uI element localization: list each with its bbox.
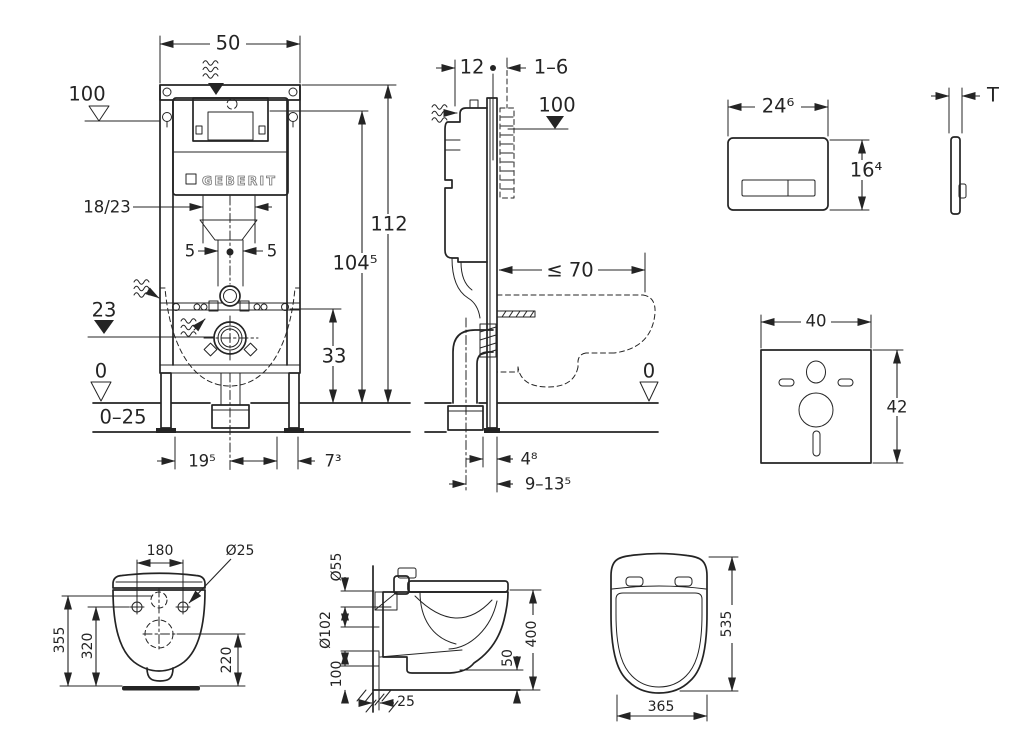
svg-text:Ø55: Ø55 bbox=[329, 553, 345, 582]
dim-wc-width: 365 bbox=[648, 699, 675, 715]
frame-side-view: 12 1–6 100 ≤ 70 0 4⁸ 9–13⁵ bbox=[424, 56, 659, 494]
dim-foot-left: 19⁵ bbox=[188, 452, 216, 471]
flush-buttons bbox=[741, 179, 816, 197]
dim-hole-diameter: Ø25 bbox=[226, 543, 255, 559]
svg-text:100: 100 bbox=[329, 661, 345, 688]
dim-drain-diameter: Ø102 bbox=[318, 611, 334, 649]
dim-drain-height: 23 bbox=[92, 299, 117, 322]
wc-front-dimensions: 180 Ø25 355 320 220 bbox=[52, 543, 255, 687]
dim-total-height: 112 bbox=[368, 213, 410, 236]
flush-plate-front-view: 24⁶ 16⁴ bbox=[727, 95, 889, 211]
dim-mat-width: 40 bbox=[801, 312, 831, 331]
brand-logo: GEBERIT bbox=[202, 173, 277, 188]
svg-text:40: 40 bbox=[806, 312, 827, 331]
dim-wc-hole-height: 320 bbox=[80, 633, 96, 660]
dim-offset-right: 5 bbox=[267, 242, 278, 261]
dim-offset-left: 5 bbox=[185, 242, 196, 261]
dim-frame-depth: 12 bbox=[460, 56, 485, 79]
dim-wall-gap: 25 bbox=[397, 694, 415, 710]
wc-top-view: 535 365 bbox=[610, 552, 739, 722]
dim-floor-range: 0–25 bbox=[100, 406, 147, 429]
dim-supply-height: 100 bbox=[68, 83, 105, 106]
dim-bowl-length: ≤ 70 bbox=[542, 259, 598, 282]
dim-hole-spacing: 180 bbox=[147, 543, 174, 559]
dim-wc-length: 535 bbox=[719, 605, 735, 643]
svg-text:220: 220 bbox=[219, 647, 235, 674]
frame-front-view: GEBERIT bbox=[68, 32, 411, 471]
dim-mat-height: 42 bbox=[882, 398, 912, 417]
frame-side-dimensions: 12 1–6 100 ≤ 70 0 4⁸ 9–13⁵ bbox=[436, 56, 659, 494]
svg-text:24⁶: 24⁶ bbox=[762, 95, 795, 118]
dim-plate-width: 24⁶ bbox=[755, 95, 801, 118]
frame-front-dimensions: 50 100 112 104⁵ 18/23 5 5 23 bbox=[68, 32, 410, 471]
svg-text:≤ 70: ≤ 70 bbox=[546, 259, 593, 282]
dim-drain-edge: 4⁸ bbox=[520, 450, 537, 469]
dim-floor-level-side: 0 bbox=[643, 360, 655, 383]
svg-text:42: 42 bbox=[887, 398, 908, 417]
wc-front-view: 180 Ø25 355 320 220 bbox=[52, 543, 254, 691]
hatching bbox=[356, 689, 399, 713]
dim-wc-supply-height: 355 bbox=[52, 627, 68, 654]
svg-text:400: 400 bbox=[524, 621, 540, 648]
dim-wall-thickness: 1–6 bbox=[534, 56, 569, 79]
dim-fixing-height: 33 bbox=[318, 345, 350, 368]
svg-text:104⁵: 104⁵ bbox=[332, 252, 377, 275]
dim-wc-drain-height-side: 100 bbox=[329, 661, 345, 688]
fixing-row-and-drain bbox=[159, 285, 301, 471]
dim-bottom-offset: 50 bbox=[500, 649, 516, 667]
svg-text:112: 112 bbox=[370, 213, 407, 236]
dim-flush-pipe: 18/23 bbox=[83, 198, 131, 217]
dim-frame-width: 50 bbox=[210, 32, 246, 55]
dim-seat-height: 400 bbox=[524, 615, 540, 653]
svg-text:535: 535 bbox=[719, 611, 735, 638]
dim-foot-right: 7³ bbox=[324, 452, 341, 471]
svg-text:50: 50 bbox=[216, 32, 241, 55]
dim-floor-level: 0 bbox=[95, 360, 107, 383]
dim-supply-diameter: Ø55 bbox=[329, 553, 345, 582]
water-flow-symbols bbox=[133, 60, 224, 337]
dim-plate-height: 16⁴ bbox=[843, 159, 889, 182]
wc-outline-dashed bbox=[496, 294, 656, 388]
dim-wc-drain-height: 220 bbox=[219, 647, 235, 674]
svg-text:355: 355 bbox=[52, 627, 68, 654]
svg-text:Ø102: Ø102 bbox=[318, 611, 334, 649]
frame-side-structure bbox=[424, 61, 659, 493]
cistern: GEBERIT bbox=[172, 97, 289, 287]
sound-insulation-mat: 40 42 bbox=[760, 312, 912, 464]
wc-top-dimensions: 535 365 bbox=[616, 556, 739, 722]
dim-supply-height-side: 100 bbox=[538, 94, 575, 117]
wc-side-view: Ø55 Ø102 100 25 50 400 bbox=[318, 553, 542, 713]
svg-text:50: 50 bbox=[500, 649, 516, 667]
svg-text:320: 320 bbox=[80, 633, 96, 660]
frame-front-structure bbox=[92, 84, 411, 433]
flush-plate-side-view: T bbox=[931, 84, 999, 215]
svg-text:16⁴: 16⁴ bbox=[850, 159, 883, 182]
dim-plate-thickness: T bbox=[986, 84, 999, 107]
svg-text:33: 33 bbox=[322, 345, 347, 368]
wc-side-dimensions: Ø55 Ø102 100 25 50 400 bbox=[318, 553, 542, 711]
dim-upper-height: 104⁵ bbox=[328, 252, 382, 275]
dim-drain-center: 9–13⁵ bbox=[525, 475, 571, 494]
